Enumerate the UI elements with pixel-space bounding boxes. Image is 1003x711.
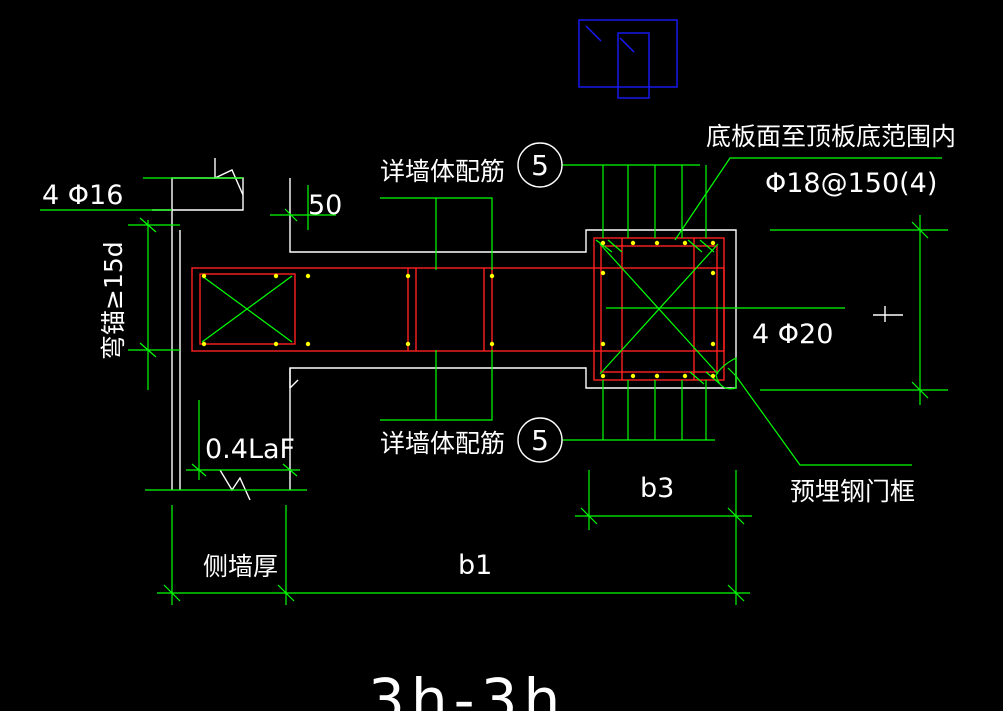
embedded-frame-label: 预埋钢门框 [790, 477, 915, 506]
cross-ties [201, 239, 721, 385]
section-title: 3h-3h [368, 666, 566, 711]
longitudinal-bar-dots [201, 240, 716, 379]
anchor-length-label: 0.4LaF [205, 434, 295, 465]
rebar-4phi20-label: 4 Φ20 [752, 319, 833, 350]
dim-b1-label: b1 [458, 550, 492, 581]
range-note-label: 底板面至顶板底范围内 [706, 122, 956, 151]
dim-b3-label: b3 [640, 473, 674, 504]
section-marker-top[interactable]: 5 [517, 142, 563, 188]
center-tick [873, 306, 903, 322]
rebar-cage [191, 237, 725, 381]
view-cube-icon[interactable] [578, 19, 678, 99]
section-marker-top-label: 5 [531, 149, 549, 182]
bend-anchor-label: 弯锚≥15d [99, 241, 128, 360]
dim-side-wall-label: 侧墙厚 [203, 552, 278, 581]
section-marker-bottom[interactable]: 5 [517, 417, 563, 463]
offset-50-label: 50 [308, 190, 342, 221]
leaders-and-dimensions [40, 157, 948, 605]
wall-rebar-top-label: 详墙体配筋 [380, 157, 505, 186]
rebar-4phi16-label: 4 Φ16 [42, 180, 123, 211]
section-marker-bottom-label: 5 [531, 424, 549, 457]
wall-rebar-bottom-label: 详墙体配筋 [380, 429, 505, 458]
stirrup-spec-label: Φ18@150(4) [765, 168, 937, 199]
